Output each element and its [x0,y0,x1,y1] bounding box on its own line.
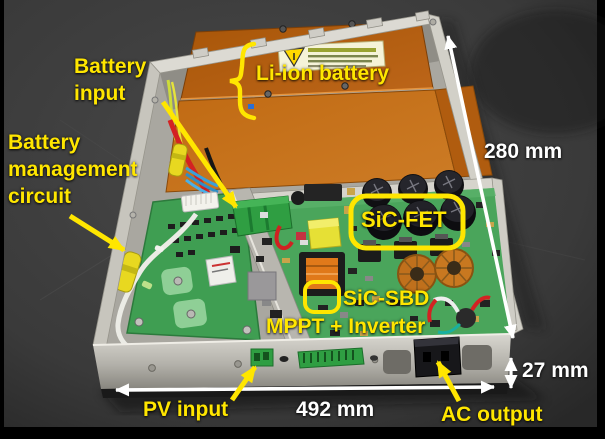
bms-cable-assembly [114,191,220,357]
dimension-arrow-280mm [444,35,517,339]
dimension-arrow-492mm [115,380,495,397]
height-dimension-label: 27 mm [522,359,589,382]
battery-input-arrow [160,100,239,209]
pv-input-arrow [229,365,258,402]
li-ion-battery-brace [229,41,257,121]
pv-input-connector [250,348,289,367]
width-dimension-label: 492 mm [296,398,375,421]
pv-input-label: PV input [143,398,229,421]
sic-fet-label: SiC-FET [361,207,447,232]
bms-board [126,191,261,341]
inline-fuse [114,251,142,293]
sic-sbd-label: SiC-SBD [343,287,430,310]
film-capacitor [307,217,342,250]
ac-output-label: AC output [441,403,543,426]
sic-sbd-box [303,280,341,314]
fuse-holder [168,143,188,177]
battery-management-circuit-label: Battery management circuit [8,131,138,208]
battery-input-label: Battery input [74,55,147,105]
ac-output-arrow [435,360,462,403]
battery-warning-sticker [277,40,386,73]
depth-dimension-label: 280 mm [484,140,563,163]
mppt-inverter-label: MPPT + Inverter [266,315,426,338]
sic-fet-box [348,193,466,251]
battery-management-arrow [68,213,126,253]
li-ion-battery-label: Li-ion battery [256,62,390,85]
